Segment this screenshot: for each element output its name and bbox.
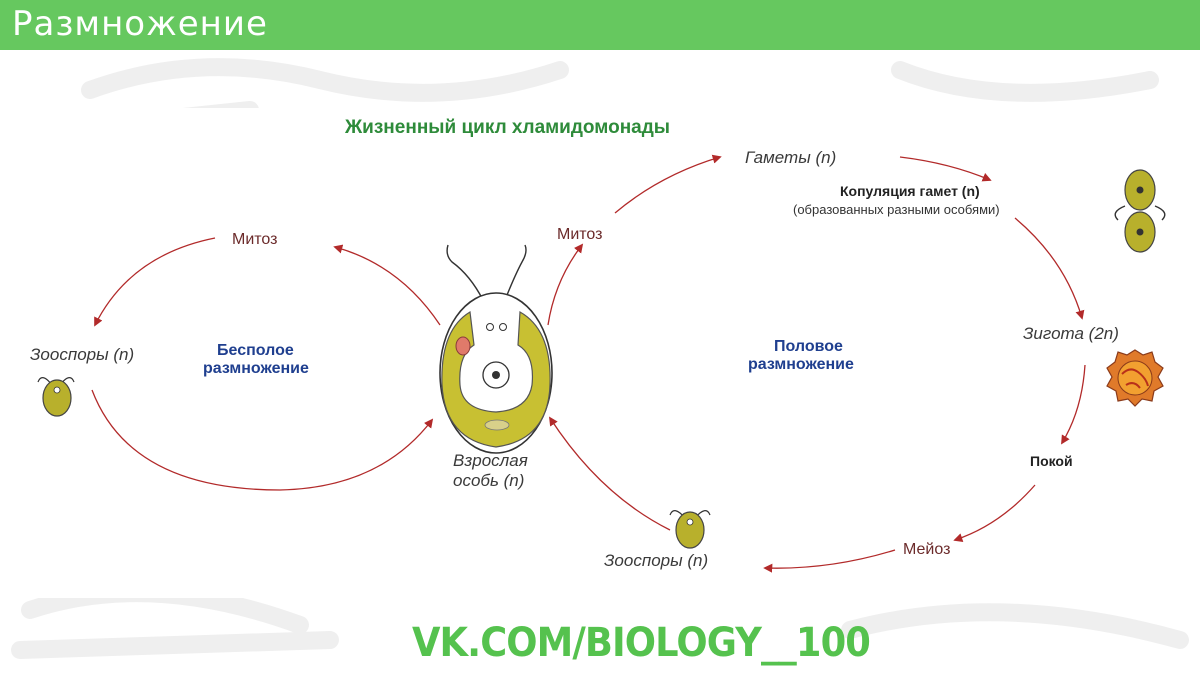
- zoospore-left-icon: [37, 377, 75, 417]
- label-adult-line2: особь (n): [453, 471, 524, 490]
- zygote-icon: [1106, 349, 1164, 407]
- arrow-copulation-to-zygote: [1014, 217, 1085, 320]
- diagram-title: Жизненный цикл хламидомонады: [344, 117, 670, 138]
- arrow-zoospores-to-adult: [91, 389, 434, 491]
- arrow-adult-to-mitosis-right: [547, 243, 584, 326]
- label-zoospores-right: Зооспоры (n): [604, 551, 708, 570]
- label-zoospores-left: Зооспоры (n): [30, 345, 134, 364]
- adult-cell-icon: [439, 244, 553, 454]
- footer-link[interactable]: VK.COM/BIOLOGY__100: [412, 620, 871, 666]
- label-asexual-line1: Бесполое: [217, 342, 294, 359]
- header-bar: Размножение: [0, 0, 1200, 50]
- label-copulation-note: (образованных разными особями): [793, 202, 1000, 217]
- arrow-meiosis-to-zoospores: [763, 549, 896, 573]
- arrow-rest-to-meiosis: [953, 484, 1036, 543]
- arrow-mitosis-to-zoospores-left: [94, 237, 216, 327]
- label-mitosis-left: Митоз: [232, 231, 277, 248]
- copulating-gametes-icon: [1114, 169, 1166, 253]
- label-asexual-line2: размножение: [203, 360, 309, 377]
- label-mitosis-right: Митоз: [557, 226, 602, 243]
- arrow-zoospores-to-adult-right: [549, 416, 671, 531]
- label-zygote: Зигота (2n): [1023, 324, 1119, 343]
- diagram-panel: [22, 108, 1180, 598]
- label-gametes: Гаметы (n): [745, 148, 836, 167]
- zoospore-right-icon: [669, 510, 711, 549]
- label-adult-line1: Взрослая: [453, 451, 528, 470]
- arrow-adult-to-mitosis-left: [333, 244, 441, 326]
- label-sexual-line2: размножение: [748, 356, 854, 373]
- label-meiosis: Мейоз: [903, 541, 950, 558]
- label-rest: Покой: [1030, 453, 1073, 469]
- page-title: Размножение: [12, 4, 268, 44]
- arrow-zygote-to-rest: [1061, 364, 1086, 445]
- label-copulation: Копуляция гамет (n): [840, 183, 980, 199]
- arrow-mitosis-to-gametes: [614, 154, 722, 214]
- arrow-gametes-to-copulation: [899, 156, 992, 182]
- label-sexual-line1: Половое: [774, 338, 843, 355]
- background-decoration: [11, 58, 1189, 659]
